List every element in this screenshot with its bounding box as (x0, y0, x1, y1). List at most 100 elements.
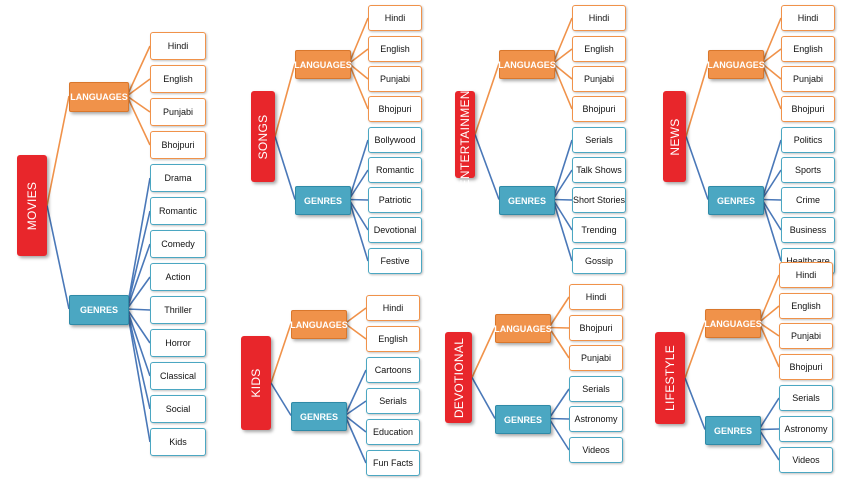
language-leaf-bhojpuri: Bhojpuri (572, 96, 626, 122)
connector-line (126, 95, 151, 146)
connector-line (552, 169, 573, 200)
genre-leaf-classical: Classical (150, 362, 206, 390)
genre-leaf-festive: Festive (368, 248, 422, 274)
connector-line (552, 48, 573, 65)
genre-leaf-thriller: Thriller (150, 296, 206, 324)
connector-line (758, 305, 780, 324)
language-leaf-punjabi: Punjabi (572, 66, 626, 92)
root-node-kids: KIDS (241, 336, 271, 430)
connector-line (758, 321, 780, 337)
connector-line (348, 62, 369, 80)
connector-line (552, 199, 573, 231)
connector-line (126, 177, 151, 310)
genre-leaf-action: Action (150, 263, 206, 291)
connector-line (348, 169, 369, 200)
language-leaf-english: English (779, 293, 833, 319)
genre-leaf-videos: Videos (779, 447, 833, 473)
connector-line (348, 63, 369, 110)
connector-line (348, 17, 369, 64)
language-leaf-hindi: Hindi (572, 5, 626, 31)
connector-line (46, 205, 70, 310)
genre-leaf-trending: Trending (572, 217, 626, 243)
connector-line (126, 276, 151, 310)
connector-line (344, 307, 367, 325)
genres-node: GENRES (495, 405, 551, 434)
genre-leaf-serials: Serials (569, 376, 623, 402)
language-leaf-bhojpuri: Bhojpuri (569, 315, 623, 341)
genre-leaf-drama: Drama (150, 164, 206, 192)
connector-line (474, 63, 500, 135)
connector-line (348, 139, 369, 200)
connector-line (552, 17, 573, 64)
language-leaf-punjabi: Punjabi (150, 98, 206, 126)
connector-line (126, 243, 151, 310)
languages-node: LANGUAGES (707, 50, 765, 79)
connector-line (348, 48, 369, 65)
language-leaf-hindi: Hindi (569, 284, 623, 310)
language-leaf-english: English (150, 65, 206, 93)
language-leaf-hindi: Hindi (779, 262, 833, 288)
genre-leaf-business: Business (781, 217, 835, 243)
connector-line (548, 327, 570, 359)
connector-line (758, 274, 780, 323)
root-node-label: LIFESTYLE (663, 344, 677, 412)
connector-line (758, 322, 780, 368)
genre-leaf-astronomy: Astronomy (569, 406, 623, 432)
genre-leaf-horror: Horror (150, 329, 206, 357)
connector-line (548, 388, 570, 419)
genre-leaf-romantic: Romantic (150, 197, 206, 225)
connector-line (761, 139, 782, 200)
genre-leaf-crime: Crime (781, 187, 835, 213)
connector-line (684, 377, 706, 430)
connector-line (758, 397, 780, 430)
connector-line (344, 400, 367, 417)
genre-leaf-comedy: Comedy (150, 230, 206, 258)
connector-line (126, 210, 151, 310)
genres-node: GENRES (291, 402, 347, 431)
connector-line (552, 63, 573, 110)
connector-line (474, 134, 500, 200)
connector-line (274, 63, 296, 137)
genre-leaf-romantic: Romantic (368, 157, 422, 183)
connector-line (761, 199, 782, 231)
root-node-label: KIDS (249, 368, 263, 398)
genre-leaf-devotional: Devotional (368, 217, 422, 243)
genres-node: GENRES (295, 186, 351, 215)
languages-node: LANGUAGES (69, 82, 129, 112)
connector-line (685, 136, 709, 200)
genre-leaf-politics: Politics (781, 127, 835, 153)
genre-leaf-short-stories: Short Stories (572, 187, 626, 213)
connector-line (761, 199, 782, 262)
language-leaf-english: English (366, 326, 420, 352)
connector-line (552, 199, 573, 262)
connector-line (761, 17, 782, 64)
connector-line (548, 296, 570, 328)
connector-line (348, 199, 369, 262)
genre-leaf-cartoons: Cartoons (366, 357, 420, 383)
genre-leaf-fun-facts: Fun Facts (366, 450, 420, 476)
connector-line (126, 95, 151, 113)
genre-leaf-serials: Serials (572, 127, 626, 153)
connector-line (552, 139, 573, 200)
language-leaf-english: English (781, 36, 835, 62)
connector-line (761, 63, 782, 110)
genre-leaf-sports: Sports (781, 157, 835, 183)
connector-line (761, 62, 782, 80)
language-leaf-hindi: Hindi (781, 5, 835, 31)
connector-line (344, 415, 367, 464)
connector-line (126, 308, 151, 377)
connector-line (344, 414, 367, 433)
root-node-news: NEWS (663, 91, 686, 182)
languages-node: LANGUAGES (294, 50, 352, 79)
connector-line (126, 78, 151, 97)
connector-line (548, 418, 570, 451)
root-node-devotional: DEVOTIONAL (445, 332, 472, 423)
connector-line (552, 198, 573, 201)
connector-line (126, 308, 151, 344)
genres-node: GENRES (705, 416, 761, 445)
root-node-label: NEWS (667, 117, 682, 156)
connector-line (126, 308, 151, 410)
connector-line (274, 136, 296, 200)
genre-leaf-astronomy: Astronomy (779, 416, 833, 442)
